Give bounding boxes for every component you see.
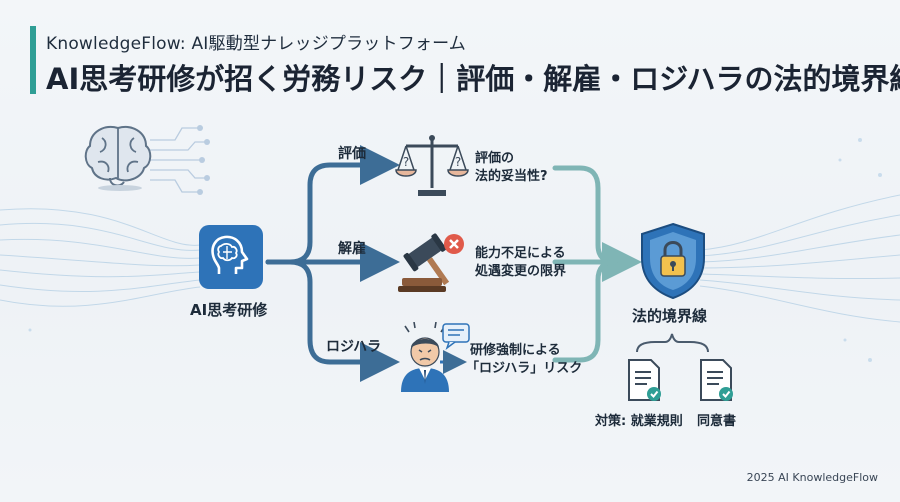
evaluation-desc-line1: 評価の	[475, 151, 515, 166]
branch-label-logihara: ロジハラ	[326, 339, 382, 355]
dismissal-desc-line2: 処遇変更の限界	[475, 264, 567, 279]
countermeasure-label: 対策: 就業規則	[595, 414, 683, 429]
consent-form-document-icon	[700, 359, 733, 401]
gavel-icon	[398, 233, 464, 292]
ai-training-label: AI思考研修	[190, 301, 268, 319]
brain-icon	[84, 126, 152, 191]
evaluation-desc-line2: 法的妥当性?	[475, 169, 548, 184]
shield-lock-icon	[641, 222, 705, 300]
branch-label-dismissal: 解雇	[338, 241, 366, 257]
consent-label: 同意書	[697, 414, 737, 429]
page-title: AI思考研修が招く労務リスク｜評価・解雇・ロジハラの法的境界線	[46, 62, 900, 96]
logihara-desc-line1: 研修強制による	[470, 343, 561, 358]
stressed-person-icon	[401, 322, 470, 392]
logihara-desc-line2: 「ロジハラ」リスク	[466, 361, 583, 376]
dismissal-desc-line1: 能力不足による	[475, 246, 566, 261]
svg-text:?: ?	[455, 155, 461, 169]
footer-copyright: 2025 AI KnowledgeFlow	[746, 471, 878, 484]
work-rules-document-icon	[628, 359, 661, 401]
svg-text:?: ?	[403, 155, 409, 169]
title-accent-bar	[30, 26, 36, 94]
branch-label-evaluation: 評価	[338, 146, 366, 162]
ai-training-node[interactable]	[198, 224, 264, 290]
scales-icon: ? ?	[395, 135, 469, 196]
page-subtitle: KnowledgeFlow: AI駆動型ナレッジプラットフォーム	[46, 34, 466, 54]
legal-boundary-label: 法的境界線	[632, 307, 708, 325]
ai-head-icon	[199, 225, 263, 289]
